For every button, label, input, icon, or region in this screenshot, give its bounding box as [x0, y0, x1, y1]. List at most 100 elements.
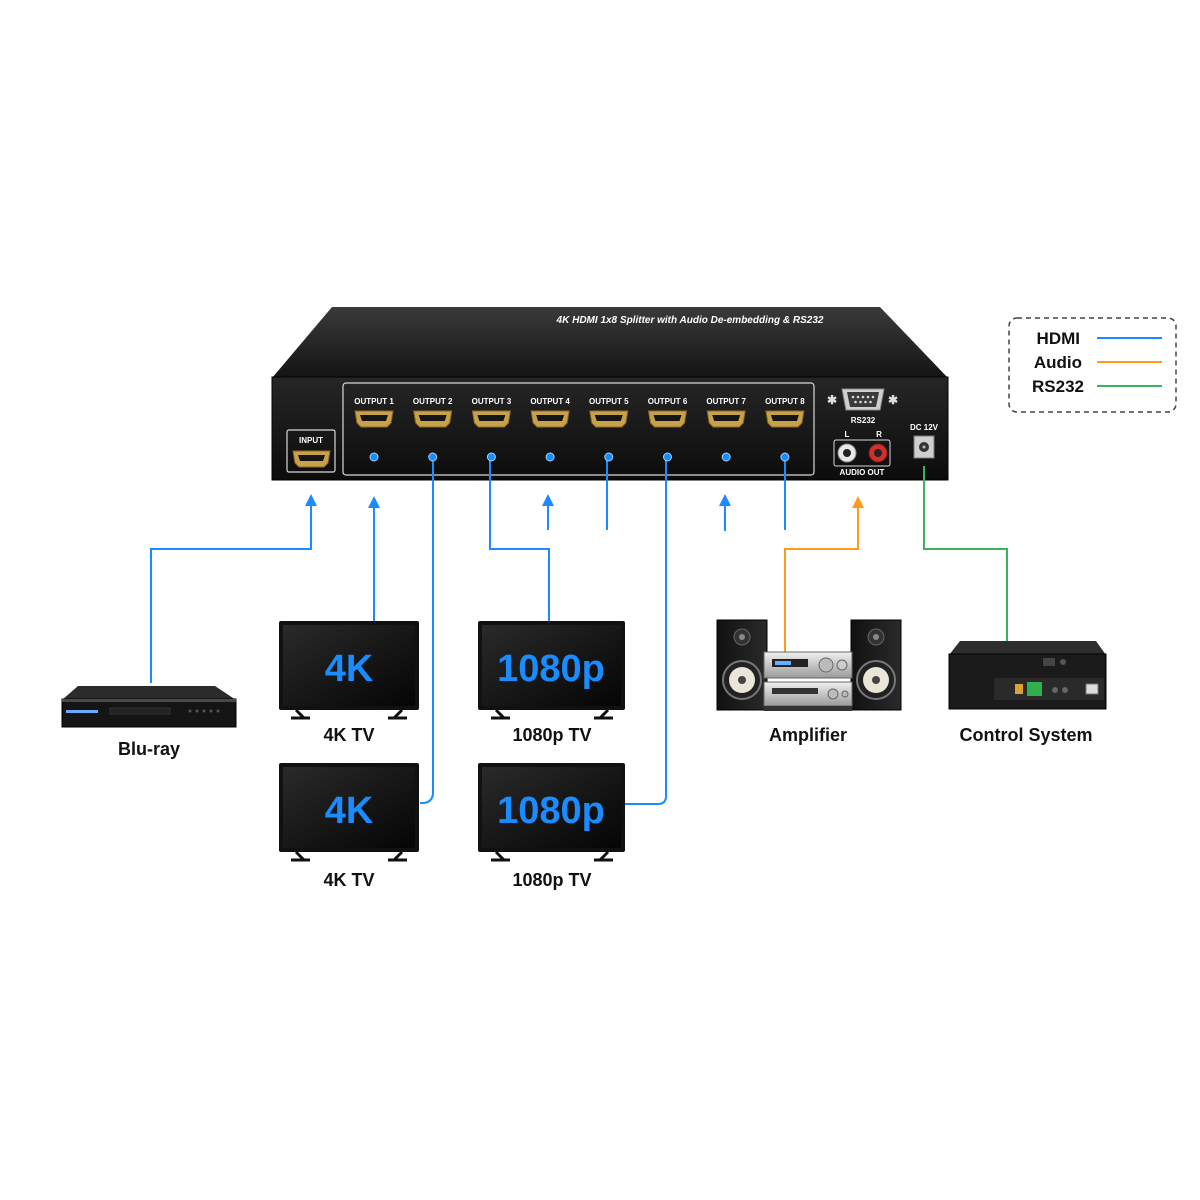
- tv-4k-bottom-label: 4K TV: [323, 870, 374, 890]
- output-led-8: [780, 452, 790, 462]
- bluray-top: [62, 686, 236, 700]
- output-indicator-dots: [369, 452, 790, 462]
- tv-4k-bottom-screen: [283, 767, 415, 848]
- bluray-to-input-arrow: [305, 494, 317, 506]
- tv-4k-top-screen-text: 4K: [325, 648, 374, 690]
- output-led-5: [604, 452, 614, 462]
- control-system-terminal: [1027, 682, 1042, 696]
- output-led-3: [486, 452, 496, 462]
- tv-1080p-top-screen-text: 1080p: [497, 648, 605, 690]
- output2-to-4k-tv-line: [420, 458, 434, 804]
- output-port-6: OUTPUT 6: [648, 397, 688, 428]
- input-section: INPUT: [286, 429, 336, 473]
- output-port-1: OUTPUT 1: [354, 397, 394, 428]
- amplifier-left-speaker: [716, 619, 768, 711]
- output-label-4: OUTPUT 4: [530, 397, 570, 406]
- legend-hdmi-label: HDMI: [1037, 329, 1080, 348]
- audio-out-frame: [833, 439, 891, 467]
- amplifier-unit: [763, 651, 853, 711]
- audio-arrow: [852, 496, 864, 508]
- legend: HDMI Audio RS232: [1008, 317, 1177, 413]
- audio-to-amplifier-line: [784, 505, 859, 652]
- rs232-connection: [923, 466, 1008, 642]
- control-system-label: Control System: [959, 725, 1092, 745]
- tv-1080p-bottom-screen: [482, 767, 621, 848]
- output-bank-frame: [342, 382, 815, 476]
- bluray-disc-tray: [66, 710, 98, 713]
- amplifier: Amplifier: [716, 619, 902, 745]
- tv-1080p-top: 1080p 1080p TV: [478, 621, 625, 745]
- control-system: Control System: [948, 641, 1107, 745]
- output-label-5: OUTPUT 5: [589, 397, 629, 406]
- output-port-8: OUTPUT 8: [765, 397, 805, 428]
- tv-4k-top-legs: [291, 708, 407, 720]
- control-system-top: [949, 641, 1106, 655]
- audio-connection: [784, 496, 864, 652]
- splitter-front-panel: [271, 376, 949, 481]
- hdmi-connections: [150, 458, 786, 805]
- splitter-title: 4K HDMI 1x8 Splitter with Audio De-embed…: [556, 315, 824, 326]
- legend-rs232-label: RS232: [1032, 377, 1084, 396]
- amplifier-label: Amplifier: [769, 725, 847, 745]
- tv-1080p-top-legs: [491, 708, 613, 720]
- output-led-1: [369, 452, 379, 462]
- audio-out-section: L R AUDIO OUT: [833, 430, 891, 477]
- rs232-section: ✱ ✱ RS232: [827, 388, 898, 425]
- bluray-display: [109, 707, 171, 715]
- bluray-label: Blu-ray: [118, 739, 180, 759]
- tv-4k-bottom: 4K 4K TV: [279, 763, 419, 890]
- output-label-1: OUTPUT 1: [354, 397, 394, 406]
- output-label-2: OUTPUT 2: [413, 397, 453, 406]
- tv-1080p-bottom-screen-text: 1080p: [497, 790, 605, 832]
- output4-arrow: [542, 494, 554, 506]
- output-label-8: OUTPUT 8: [765, 397, 805, 406]
- tv-4k-top: 4K 4K TV: [279, 621, 419, 745]
- tv-4k-bottom-legs: [291, 850, 407, 862]
- output-label-7: OUTPUT 7: [706, 397, 746, 406]
- dc-section: DC 12V: [910, 423, 939, 459]
- legend-audio-label: Audio: [1034, 353, 1082, 372]
- output-ports: OUTPUT 1 OUTPUT 2 OUTPUT 3 OUTPUT 4 OUTPUT 5…: [354, 397, 805, 428]
- tv-1080p-top-label: 1080p TV: [512, 725, 591, 745]
- splitter-device: 4K HDMI 1x8 Splitter with Audio De-embed…: [271, 307, 949, 481]
- output-led-6: [663, 452, 672, 462]
- bluray-to-input-line: [150, 503, 312, 683]
- tv-4k-bottom-screen-text: 4K: [325, 790, 374, 832]
- output7-arrow: [719, 494, 731, 506]
- output-port-2: OUTPUT 2: [413, 397, 453, 428]
- output-label-3: OUTPUT 3: [472, 397, 512, 406]
- output-label-6: OUTPUT 6: [648, 397, 688, 406]
- input-frame: [286, 429, 336, 473]
- tv-1080p-bottom-label: 1080p TV: [512, 870, 591, 890]
- rs232-screw-left: ✱: [827, 393, 837, 407]
- audio-out-label: AUDIO OUT: [840, 468, 885, 477]
- splitter-top-surface: [272, 307, 948, 378]
- output-led-4: [545, 452, 555, 462]
- tv-1080p-top-screen: [482, 625, 621, 706]
- audio-left-label: L: [845, 430, 850, 439]
- output3-to-1080p-tv-line: [489, 458, 550, 622]
- output-port-7: OUTPUT 7: [706, 397, 747, 428]
- amplifier-right-speaker: [850, 619, 902, 711]
- output6-to-1080p-tv-line: [625, 458, 667, 805]
- rs232-to-control-line: [923, 466, 1008, 642]
- dc-label: DC 12V: [910, 423, 939, 432]
- tv-1080p-bottom-legs: [491, 850, 613, 862]
- output-led-2: [428, 452, 438, 462]
- output-led-7: [721, 452, 731, 462]
- tv-4k-top-label: 4K TV: [323, 725, 374, 745]
- output-port-5: OUTPUT 5: [589, 397, 629, 428]
- legend-box: [1008, 317, 1177, 413]
- audio-right-label: R: [876, 430, 882, 439]
- bluray-player: Blu-ray: [61, 686, 237, 759]
- rs232-label: RS232: [851, 416, 876, 425]
- input-hdmi-port: [292, 450, 331, 468]
- input-label: INPUT: [299, 436, 323, 445]
- output-port-3: OUTPUT 3: [472, 397, 512, 428]
- tv-4k-top-screen: [283, 625, 415, 706]
- tv-1080p-bottom: 1080p 1080p TV: [478, 763, 625, 890]
- output-port-4: OUTPUT 4: [530, 397, 570, 428]
- output1-arrow: [368, 496, 380, 508]
- rs232-screw-right: ✱: [888, 393, 898, 407]
